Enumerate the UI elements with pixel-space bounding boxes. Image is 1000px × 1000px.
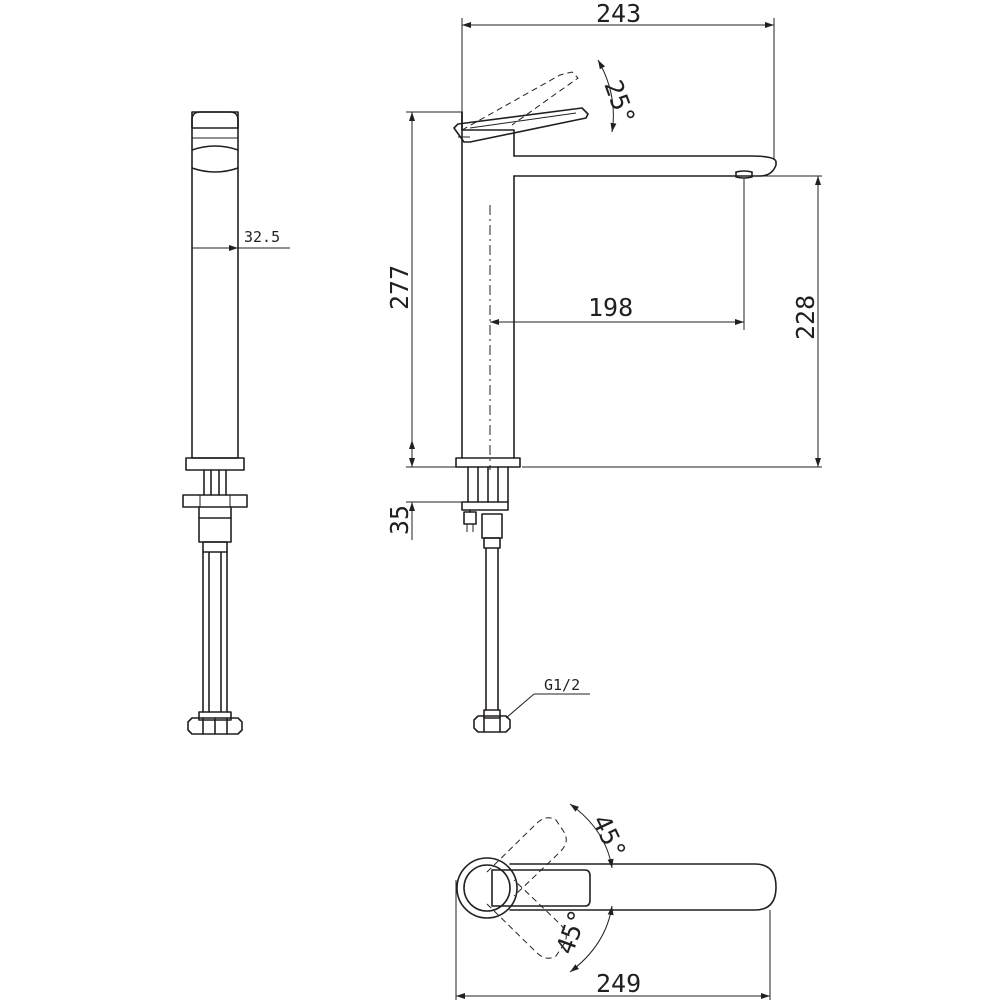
dim-shank-length: 35 bbox=[385, 505, 414, 535]
dim-top-view-length: 249 bbox=[596, 969, 641, 998]
dim-rotation-up: 45° bbox=[587, 810, 632, 863]
top-view: 45° 45° 249 bbox=[455, 803, 777, 1000]
dim-handle-angle: 25° bbox=[598, 76, 641, 128]
dim-spout-reach: 198 bbox=[588, 293, 633, 322]
label-connection-thread: G1/2 bbox=[544, 676, 580, 694]
dim-rotation-down: 45° bbox=[550, 906, 593, 958]
front-view: 243 25° 277 198 228 35 G1/2 bbox=[385, 0, 822, 733]
side-view: 32.5 bbox=[182, 111, 290, 735]
dim-handle-width: 32.5 bbox=[244, 228, 280, 246]
dim-spout-height: 228 bbox=[791, 295, 820, 340]
dim-total-width: 243 bbox=[596, 0, 641, 28]
dim-total-height: 277 bbox=[385, 265, 414, 310]
